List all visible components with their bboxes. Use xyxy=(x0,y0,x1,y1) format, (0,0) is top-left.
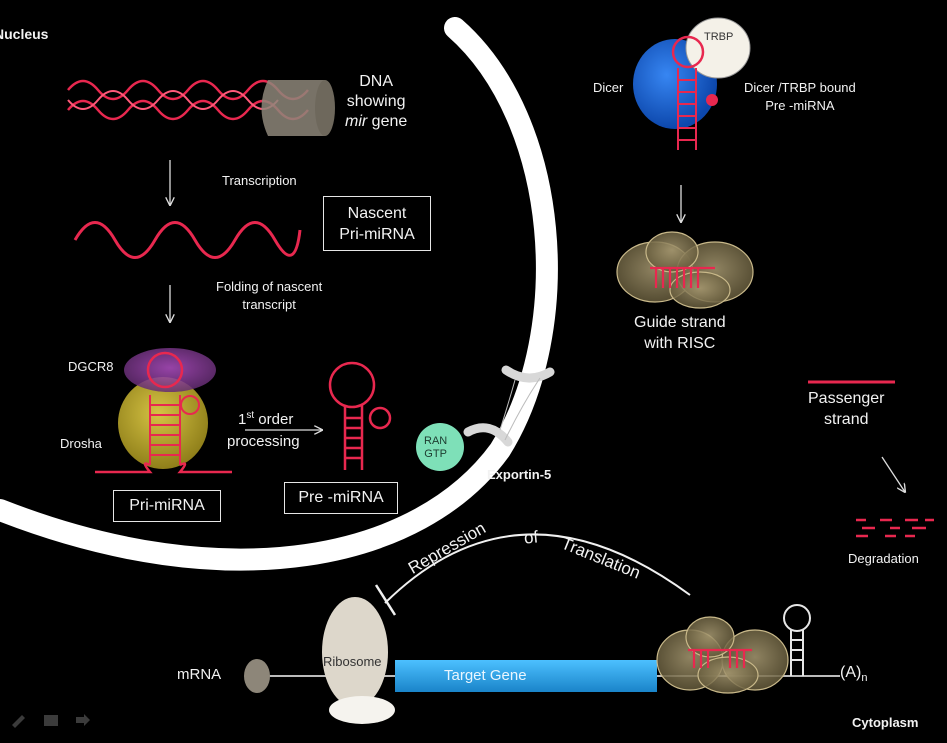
dicer-bound-label: Dicer /TRBP bound Pre -miRNA xyxy=(744,79,856,115)
ran-line: RAN xyxy=(424,435,448,447)
dna-label-line2: showing xyxy=(346,93,406,110)
dna-label-line3: mir gene xyxy=(345,112,407,132)
nucleus-label: Nucleus xyxy=(0,26,49,42)
passenger-strand-label: Passenger strand xyxy=(808,388,885,430)
poly-a-subscript: n xyxy=(861,672,868,685)
mrna-label: mRNA xyxy=(177,666,222,683)
arrow-right-icon[interactable] xyxy=(76,714,90,726)
of-word: of xyxy=(523,527,539,548)
guide-line1: Guide strand xyxy=(634,314,726,331)
mir-italic: mir xyxy=(345,113,368,130)
drosha-dgcr8-complex xyxy=(95,348,232,474)
processing-label: processing xyxy=(227,433,300,450)
nascent-rna-wave xyxy=(73,221,302,259)
passenger-line2: strand xyxy=(824,411,869,428)
degradation-fragments xyxy=(856,518,934,538)
risc-mrna-complex xyxy=(656,616,789,694)
dicer-bound-line1: Dicer /TRBP bound xyxy=(744,80,856,95)
dicer-label: Dicer xyxy=(593,80,624,95)
dna-label-line1: DNA xyxy=(359,73,394,90)
ribosome xyxy=(322,597,395,724)
nuclear-membrane xyxy=(0,17,558,571)
risc-guide-complex xyxy=(616,231,754,309)
order-word: order xyxy=(254,411,294,428)
trbp-label: TRBP xyxy=(704,31,734,43)
nascent-line1: Nascent xyxy=(347,204,407,222)
folding-line2: transcript xyxy=(242,297,296,312)
folding-line1: Folding of nascent xyxy=(216,279,323,294)
screen-icon[interactable] xyxy=(44,715,58,726)
nascent-line2: Pri-miRNA xyxy=(339,225,415,243)
arrow-passenger-degradation xyxy=(881,456,905,492)
repression-inhibition-arc xyxy=(374,533,691,616)
mrna-stem-loop xyxy=(783,604,811,676)
mrna-cap xyxy=(244,659,270,693)
dicer-bound-line2: Pre -miRNA xyxy=(765,98,835,113)
first-order-label: 1st order xyxy=(238,410,293,428)
passenger-line1: Passenger xyxy=(808,390,885,407)
exportin-label: Exportin-5 xyxy=(487,467,552,482)
gtp-line: GTP xyxy=(424,448,447,460)
pencil-icon[interactable] xyxy=(12,715,25,728)
guide-strand-label: Guide strand with RISC xyxy=(634,312,726,354)
folding-label: Folding of nascent transcript xyxy=(216,278,322,314)
dgcr8-label: DGCR8 xyxy=(68,359,114,374)
pre-mirna-hairpin xyxy=(328,361,392,470)
order-number: 1 xyxy=(238,411,247,428)
nascent-pri-mirna-box: Nascent Pri-miRNA xyxy=(323,196,431,251)
nuclear-pore xyxy=(463,365,555,447)
dna-label: DNA showing mir gene xyxy=(345,72,407,132)
ribosome-label: Ribosome xyxy=(323,654,382,669)
target-gene-bar xyxy=(395,660,657,692)
degradation-label: Degradation xyxy=(848,551,919,566)
gene-cylinder xyxy=(261,80,335,136)
dicer-trbp-complex xyxy=(633,17,751,150)
gene-word: gene xyxy=(367,113,408,130)
poly-a-base: (A) xyxy=(840,664,862,681)
cytoplasm-label: Cytoplasm xyxy=(852,715,919,730)
poly-a-tail-label: (A)n xyxy=(840,664,867,684)
guide-line2: with RISC xyxy=(644,335,716,352)
drosha-label: Drosha xyxy=(60,436,102,451)
ran-gtp-label: RAN GTP xyxy=(424,435,447,461)
pre-mirna-box: Pre -miRNA xyxy=(284,482,398,514)
pri-mirna-box: Pri-miRNA xyxy=(113,490,221,522)
ran-gtp-blob xyxy=(416,423,464,471)
order-superscript: st xyxy=(246,410,255,421)
transcription-label: Transcription xyxy=(222,173,297,188)
target-gene-label: Target Gene xyxy=(444,667,527,684)
